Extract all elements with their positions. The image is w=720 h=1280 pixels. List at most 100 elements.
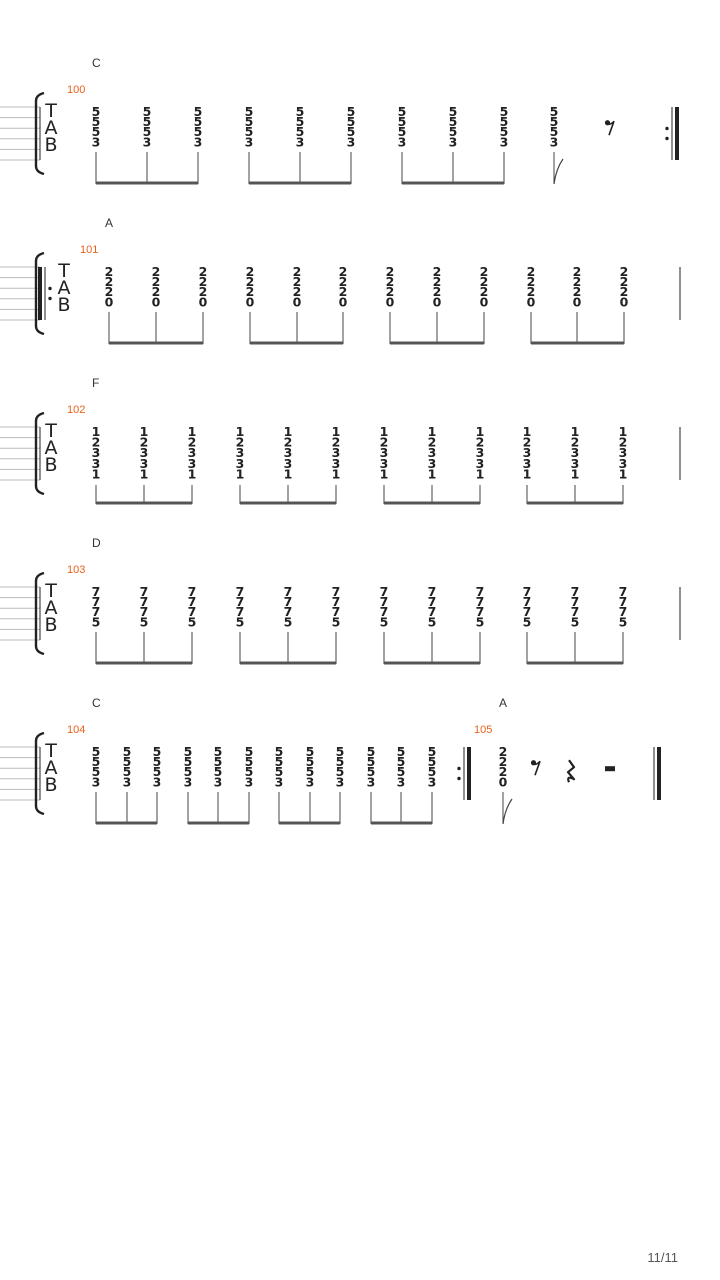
fret-number: 7 [428, 594, 437, 609]
fret-number: 5 [428, 744, 437, 759]
fret-number: 5 [245, 124, 254, 139]
eighth-flag-icon [502, 798, 513, 825]
fret-number: 1 [140, 466, 149, 481]
fret-number: 0 [386, 295, 395, 310]
fret-number: 2 [246, 274, 255, 289]
fret-number: 2 [246, 284, 255, 299]
tab-clef-b: B [44, 454, 57, 476]
fret-number: 3 [236, 456, 245, 471]
fret-number: 7 [523, 584, 532, 599]
fret-number: 2 [527, 274, 536, 289]
fret-number: 5 [550, 114, 559, 129]
eighth-rest-icon [531, 760, 541, 776]
fret-number: 2 [433, 274, 442, 289]
fret-number: 2 [199, 274, 208, 289]
fret-number: 5 [92, 754, 101, 769]
fret-number: 5 [397, 744, 406, 759]
fret-number: 5 [92, 744, 101, 759]
fret-number: 1 [619, 424, 628, 439]
fret-number: 0 [199, 295, 208, 310]
fret-number: 1 [571, 466, 580, 481]
fret-number: 2 [620, 274, 629, 289]
tab-clef-t: T [44, 740, 57, 762]
fret-number: 5 [296, 104, 305, 119]
fret-number: 5 [367, 754, 376, 769]
fret-number: 5 [214, 764, 223, 779]
fret-number: 7 [571, 584, 580, 599]
fret-number: 7 [476, 584, 485, 599]
fret-number: 2 [573, 274, 582, 289]
fret-number: 1 [619, 466, 628, 481]
fret-number: 5 [236, 615, 245, 630]
fret-number: 5 [336, 764, 345, 779]
fret-number: 1 [140, 424, 149, 439]
fret-number: 5 [380, 615, 389, 630]
fret-number: 5 [188, 615, 197, 630]
fret-number: 3 [476, 456, 485, 471]
tab-clef-b: B [44, 614, 57, 636]
fret-number: 1 [476, 466, 485, 481]
fret-number: 7 [284, 594, 293, 609]
fret-number: 7 [92, 584, 101, 599]
fret-number: 5 [153, 754, 162, 769]
fret-number: 5 [347, 104, 356, 119]
fret-number: 2 [92, 435, 101, 450]
fret-number: 7 [571, 594, 580, 609]
fret-number: 7 [140, 584, 149, 599]
fret-number: 5 [143, 124, 152, 139]
fret-number: 1 [380, 466, 389, 481]
fret-number: 7 [188, 594, 197, 609]
chord-label: C [92, 56, 101, 70]
fret-number: 5 [92, 114, 101, 129]
repeat-start-thick-bar [38, 267, 42, 320]
chord-label: D [92, 536, 101, 550]
fret-number: 7 [619, 584, 628, 599]
fret-number: 7 [92, 604, 101, 619]
fret-number: 2 [386, 284, 395, 299]
fret-number: 3 [619, 456, 628, 471]
fret-number: 5 [194, 124, 203, 139]
measure-number: 105 [474, 724, 492, 736]
fret-number: 2 [199, 264, 208, 279]
measure-number: 101 [80, 244, 98, 256]
fret-number: 7 [619, 594, 628, 609]
fret-number: 5 [523, 615, 532, 630]
fret-number: 5 [306, 754, 315, 769]
fret-number: 1 [236, 466, 245, 481]
tab-clef-a: A [58, 277, 71, 299]
fret-number: 5 [194, 104, 203, 119]
fret-number: 5 [550, 124, 559, 139]
fret-number: 3 [619, 445, 628, 460]
fret-number: 3 [550, 135, 559, 150]
fret-number: 1 [380, 424, 389, 439]
fret-number: 3 [523, 445, 532, 460]
chord-label: F [92, 376, 99, 390]
fret-number: 2 [620, 264, 629, 279]
fret-number: 2 [620, 284, 629, 299]
fret-number: 5 [245, 744, 254, 759]
fret-number: 5 [296, 114, 305, 129]
fret-number: 2 [236, 435, 245, 450]
fret-number: 2 [380, 435, 389, 450]
fret-number: 5 [143, 114, 152, 129]
fret-number: 3 [347, 135, 356, 150]
system-bracket [34, 731, 45, 816]
fret-number: 0 [573, 295, 582, 310]
fret-number: 3 [571, 445, 580, 460]
fret-number: 2 [188, 435, 197, 450]
fret-number: 3 [380, 445, 389, 460]
fret-number: 7 [188, 604, 197, 619]
tab-clef-a: A [45, 117, 58, 139]
fret-number: 7 [332, 594, 341, 609]
fret-number: 1 [236, 424, 245, 439]
system-bracket [34, 251, 45, 336]
chord-label: A [499, 696, 507, 710]
fret-number: 5 [214, 754, 223, 769]
fret-number: 5 [428, 754, 437, 769]
repeat-dot [48, 286, 52, 291]
fret-number: 5 [449, 104, 458, 119]
fret-number: 2 [284, 435, 293, 450]
tab-clef-b: B [57, 294, 70, 316]
fret-number: 2 [433, 264, 442, 279]
fret-number: 3 [571, 456, 580, 471]
